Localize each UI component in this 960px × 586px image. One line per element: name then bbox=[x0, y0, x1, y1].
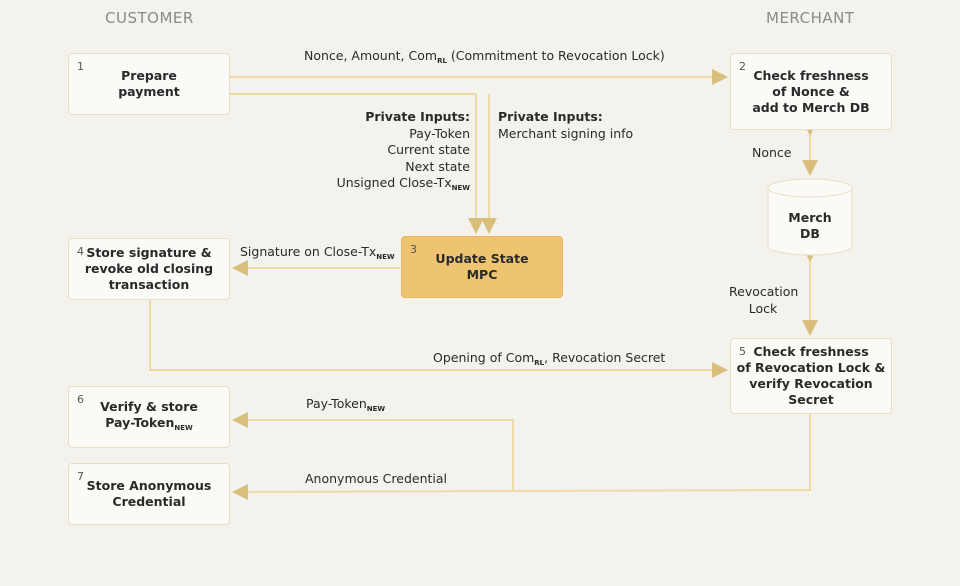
subscript: RL bbox=[437, 57, 447, 65]
label-merchant-private-inputs: Private Inputs: Merchant signing info bbox=[498, 109, 633, 142]
label-text: Current state bbox=[387, 142, 470, 157]
step-text: Store signature & bbox=[86, 245, 212, 260]
step-text: payment bbox=[118, 84, 180, 99]
label-text: (Commitment to Revocation Lock) bbox=[446, 48, 665, 63]
label-text: Unsigned Close-Tx bbox=[336, 175, 452, 190]
subscript: NEW bbox=[451, 184, 470, 192]
label-text: , Revocation Secret bbox=[544, 350, 666, 365]
label-text: Signature on Close-Tx bbox=[240, 244, 377, 259]
label-text: Revocation bbox=[729, 284, 799, 299]
db-text: DB bbox=[800, 226, 820, 241]
step-text: Pay-Token bbox=[105, 414, 175, 430]
step-text: MPC bbox=[466, 267, 498, 282]
label-anonymous-credential: Anonymous Credential bbox=[305, 471, 448, 486]
label-title: Private Inputs: bbox=[498, 109, 603, 124]
label-pay-token: Pay-TokenNEW bbox=[306, 396, 385, 418]
subscript: NEW bbox=[376, 253, 395, 261]
label-text: Opening of Com bbox=[433, 350, 535, 365]
step-number: 6 bbox=[77, 393, 84, 406]
step-number: 1 bbox=[77, 60, 84, 73]
step-text: transaction bbox=[108, 277, 190, 292]
label-opening: Opening of ComRL, Revocation Secret bbox=[433, 350, 665, 372]
step-number: 4 bbox=[77, 245, 84, 258]
step-number: 2 bbox=[739, 60, 746, 73]
merchant-header: MERCHANT bbox=[766, 9, 855, 27]
step-text: Store Anonymous bbox=[86, 478, 212, 493]
step-text: verify Revocation Secret bbox=[749, 376, 873, 407]
step-text: Credential bbox=[112, 494, 186, 509]
label-signature: Signature on Close-TxNEW bbox=[240, 244, 395, 266]
step-number: 7 bbox=[77, 470, 84, 483]
arrow-5-to-6 bbox=[232, 412, 514, 491]
arrow-5-to-7 bbox=[232, 414, 811, 500]
label-title: Private Inputs: bbox=[365, 109, 470, 124]
arrow-4-to-5 bbox=[149, 300, 728, 378]
step-text: Prepare bbox=[121, 68, 177, 83]
merch-db-cylinder bbox=[767, 178, 853, 256]
customer-header: CUSTOMER bbox=[105, 9, 194, 27]
subscript: RL bbox=[534, 359, 545, 367]
step-text: add to Merch DB bbox=[752, 99, 870, 115]
label-text: Pay-Token bbox=[306, 396, 367, 411]
step-text: Check freshness bbox=[753, 67, 869, 83]
label-nonce: Nonce bbox=[752, 145, 792, 160]
subscript: NEW bbox=[366, 405, 386, 413]
label-text: Pay-Token bbox=[409, 125, 470, 141]
label-text: Lock bbox=[748, 300, 778, 316]
db-text: Merch bbox=[788, 210, 832, 225]
step-number: 3 bbox=[410, 243, 417, 256]
label-customer-private-inputs: Private Inputs: Pay-Token Current state … bbox=[320, 109, 470, 197]
label-text: Next state bbox=[405, 158, 470, 174]
label-nonce-amount: Nonce, Amount, ComRL (Commitment to Revo… bbox=[304, 48, 665, 70]
step-text: of Revocation Lock & bbox=[736, 360, 886, 375]
label-text: Merchant signing info bbox=[498, 125, 634, 141]
label-text: Nonce, Amount, Com bbox=[304, 48, 438, 63]
subscript: NEW bbox=[174, 423, 193, 432]
step-text: Check freshness bbox=[753, 344, 869, 359]
arrow-1-to-3 bbox=[230, 93, 484, 234]
step-text: Verify & store bbox=[100, 398, 198, 414]
step-number: 5 bbox=[739, 345, 746, 358]
step-text: revoke old closing bbox=[84, 261, 214, 276]
step-text: Update State bbox=[435, 251, 529, 266]
step-text: of Nonce & bbox=[772, 83, 850, 99]
